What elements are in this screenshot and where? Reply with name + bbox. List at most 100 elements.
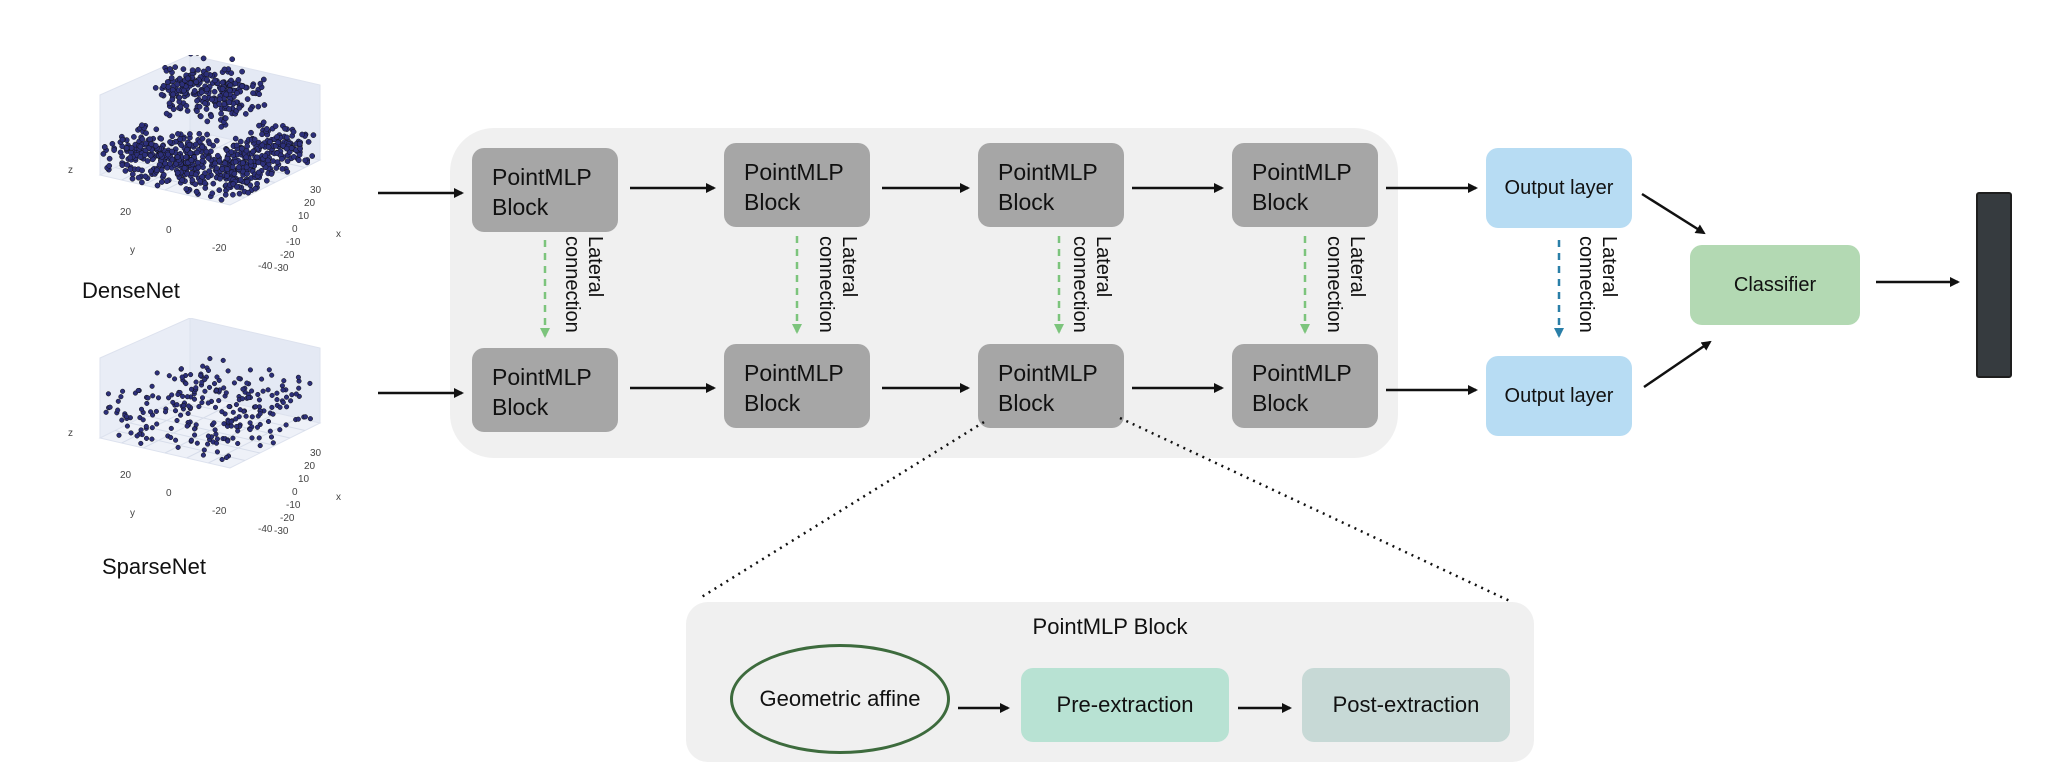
plot-point (213, 165, 220, 172)
plot-point (231, 380, 237, 386)
plot-point (254, 180, 260, 187)
lateral-connection-label-4: Lateral connection (1322, 236, 1368, 333)
plot-point (214, 449, 220, 455)
plot-point (224, 173, 230, 179)
plot-point (139, 136, 146, 143)
plot-point (200, 363, 206, 369)
plot-point (122, 168, 129, 174)
lateral-label-line2: connection (1575, 236, 1597, 333)
plot-point (180, 87, 187, 94)
plot-point (187, 150, 194, 157)
plot-point (237, 138, 244, 145)
plot-point (119, 136, 126, 143)
y-tick-label: -40 (258, 261, 273, 272)
plot-point (284, 168, 291, 175)
y-axis-label: y (130, 508, 135, 519)
plot-point (137, 143, 144, 150)
plot-point (158, 179, 165, 185)
plot-point (249, 414, 255, 420)
plot-point (225, 438, 231, 444)
plot-point (191, 87, 198, 94)
plot-point (131, 134, 137, 140)
plot-point (265, 387, 271, 393)
plot-point (248, 129, 254, 136)
plot-point (200, 452, 206, 458)
y-tick-label: -20 (212, 243, 227, 254)
plot-point (282, 125, 288, 132)
plot-point (205, 400, 211, 406)
lateral-label-line2: connection (561, 236, 583, 333)
x-tick-label: -30 (274, 526, 289, 537)
plot-point (135, 387, 141, 394)
plot-point (192, 181, 199, 188)
plot-point (105, 391, 111, 397)
plot-point (205, 174, 211, 180)
plot-point (284, 158, 291, 164)
plot-point (233, 142, 240, 149)
plot-point (228, 149, 235, 155)
plot-point (147, 152, 154, 159)
plot-point (144, 400, 150, 406)
plot-point (235, 77, 242, 83)
plot-point (139, 167, 145, 174)
plot-point (184, 423, 190, 429)
lateral-label-line1: Lateral (1598, 236, 1620, 298)
x-tick-label: 20 (304, 461, 316, 472)
plot-point (141, 152, 148, 158)
lateral-label-line2: connection (815, 236, 837, 333)
plot-point (226, 87, 233, 94)
sparse-output-layer: Output layer (1486, 356, 1632, 436)
plot-point (230, 409, 236, 415)
plot-point (295, 374, 301, 380)
plot-point (284, 404, 290, 410)
plot-point (194, 149, 200, 156)
plot-point (106, 155, 113, 162)
plot-point (167, 66, 173, 72)
plot-point (232, 135, 239, 142)
plot-point (267, 139, 273, 145)
plot-point (216, 157, 223, 164)
plot-point (179, 374, 185, 380)
plot-point (256, 397, 262, 403)
plot-point (175, 391, 181, 398)
plot-point (296, 385, 302, 391)
plot-point (196, 130, 203, 137)
plot-point (240, 386, 246, 392)
plot-point (274, 397, 280, 403)
plot-point (143, 140, 149, 147)
plot-point (216, 101, 223, 107)
plot-point (211, 420, 217, 426)
plot-point (222, 115, 229, 122)
plot-point (263, 126, 270, 132)
zoom-line-left (699, 420, 985, 600)
plot-point (129, 171, 136, 178)
plot-point (244, 143, 251, 150)
plot-point (222, 160, 228, 167)
x-tick-label: 10 (298, 474, 310, 485)
plot-point (206, 168, 213, 174)
block-label-line1: PointMLP (492, 164, 592, 190)
plot-point (213, 387, 219, 394)
lateral-connection-label-5: Lateral connection (1574, 236, 1620, 333)
plot-point (247, 367, 253, 373)
y-axis-label: y (130, 245, 135, 256)
plot-point (216, 398, 222, 404)
plot-point (174, 154, 181, 160)
block-label-line1: PointMLP (998, 159, 1098, 185)
plot-point (194, 440, 200, 446)
plot-point (274, 134, 280, 140)
plot-point (189, 177, 196, 184)
plot-point (249, 83, 256, 90)
plot-point (228, 70, 235, 76)
plot-point (260, 76, 267, 83)
plot-point (156, 161, 163, 168)
plot-point (140, 417, 146, 423)
geometric-affine-node: Geometric affine (730, 644, 950, 754)
x-tick-label: -20 (280, 250, 295, 261)
plot-point (196, 103, 203, 110)
plot-point (181, 403, 187, 409)
plot-point (239, 145, 245, 152)
plot-point (269, 404, 275, 410)
plot-point (160, 82, 167, 89)
plot-point (235, 164, 242, 171)
